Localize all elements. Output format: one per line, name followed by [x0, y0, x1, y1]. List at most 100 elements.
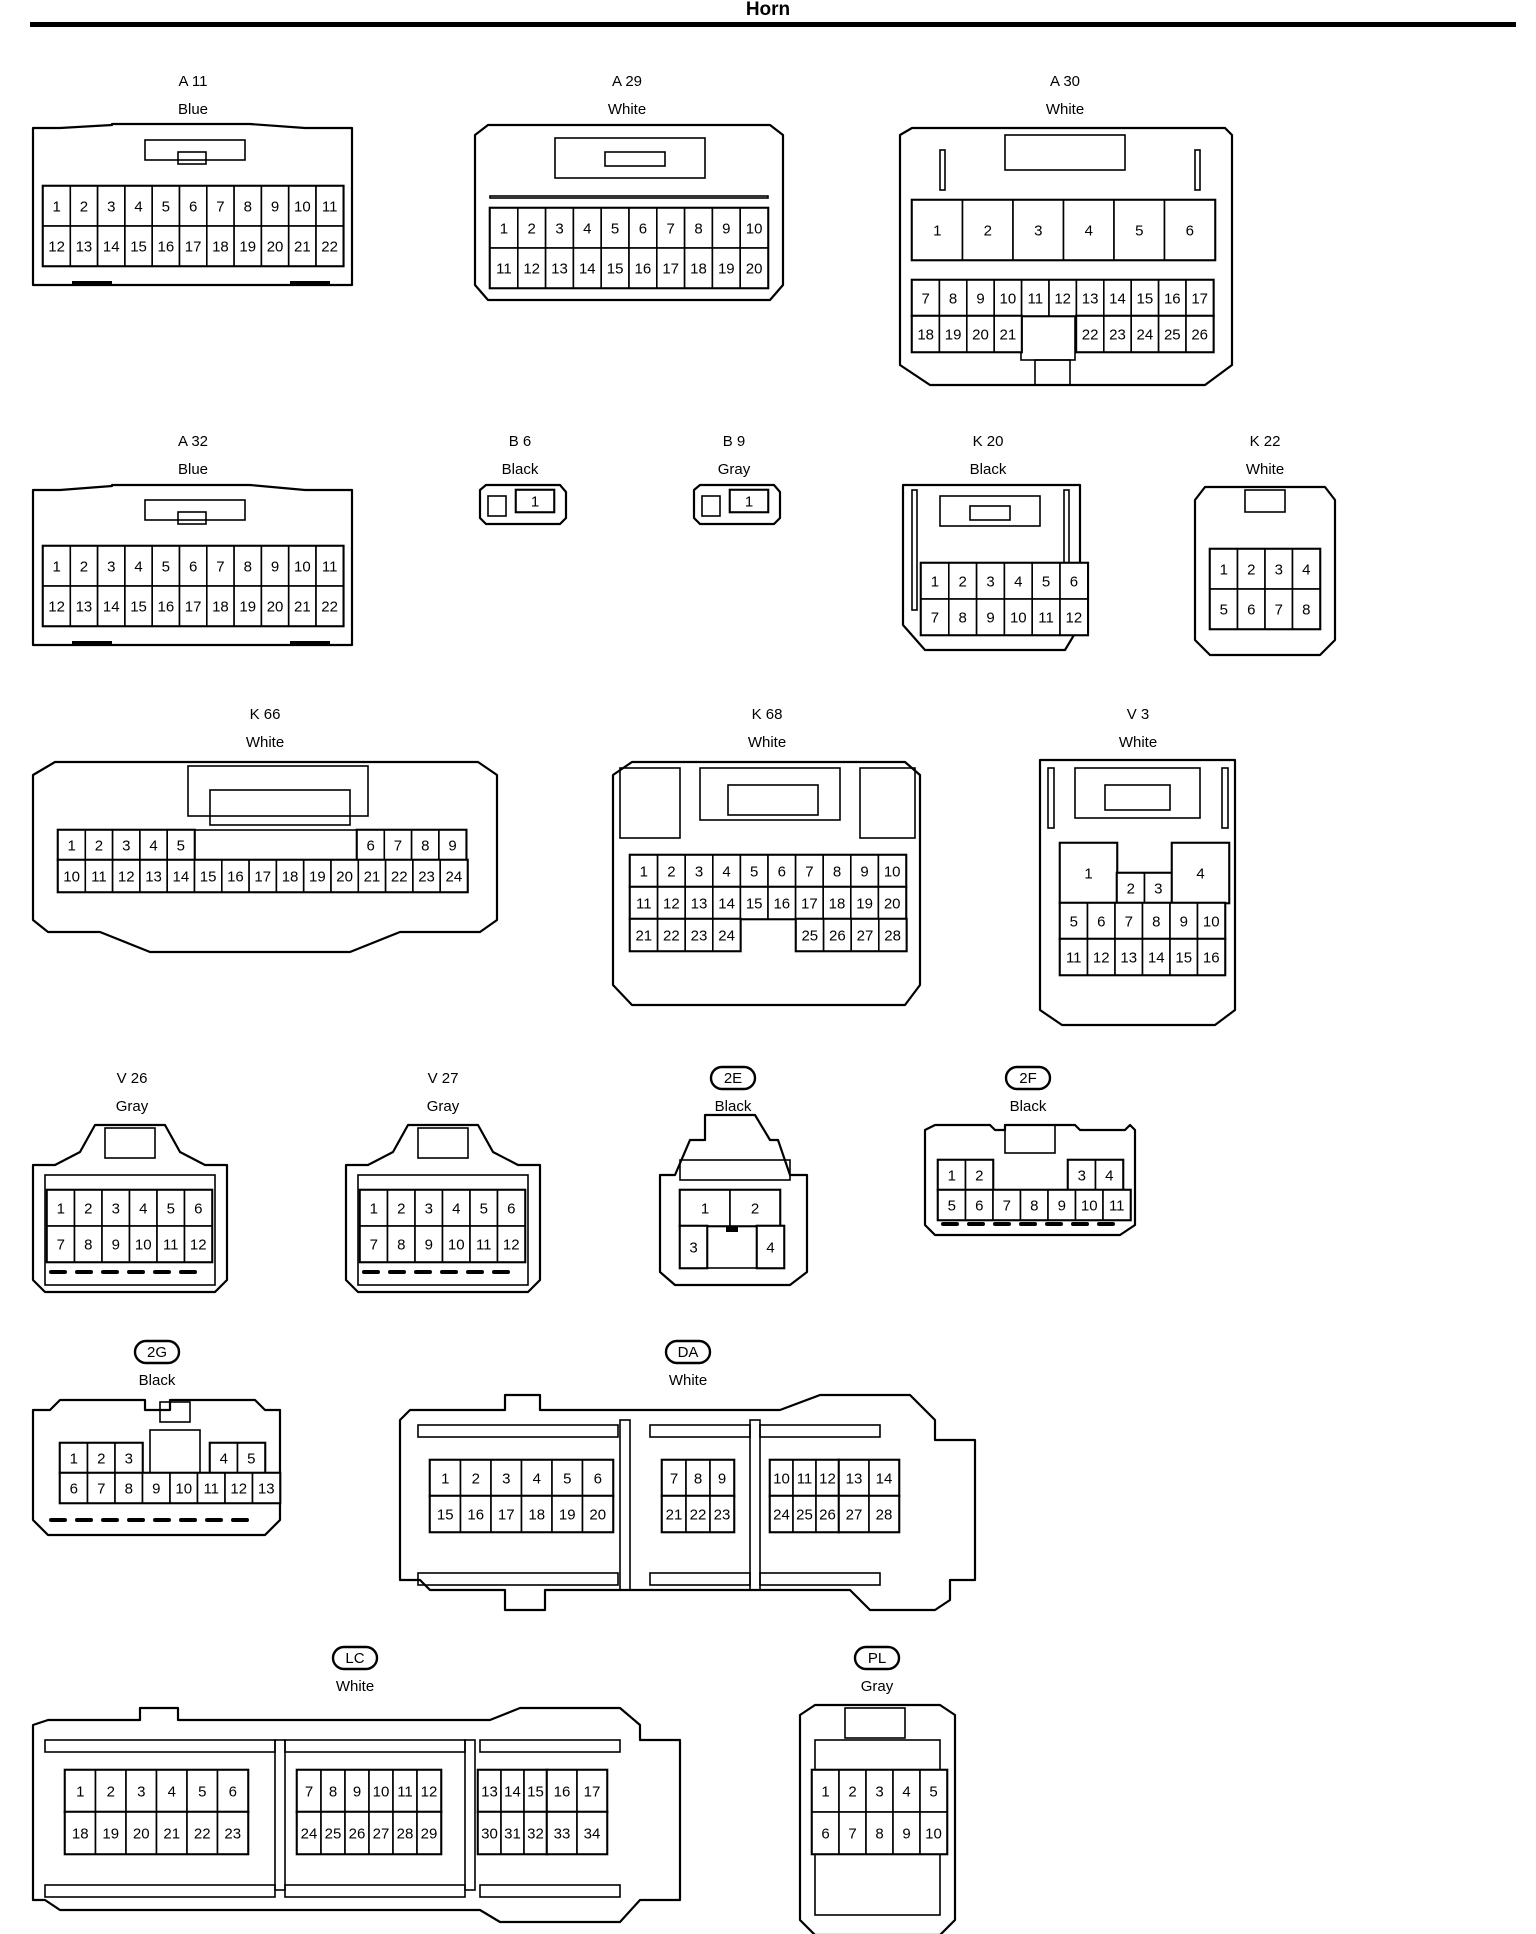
housing-detail [177, 151, 207, 165]
connector-code-label: K 68 [752, 706, 783, 723]
housing-slot [49, 1518, 67, 1522]
pin-number: 1 [931, 574, 939, 591]
connector-color-label: White [1046, 101, 1084, 118]
pin-number: 20 [589, 1507, 606, 1524]
pin-cell [392, 1811, 418, 1855]
pin-number: 5 [948, 1198, 956, 1215]
pin-cell [469, 1225, 499, 1263]
pin-number: 1 [441, 1471, 449, 1488]
pin-number: 3 [112, 1201, 120, 1218]
pin-number: 2 [107, 1784, 115, 1801]
pin-cell [416, 1769, 442, 1813]
pin-number: 24 [1137, 327, 1154, 344]
pin-cell [679, 1189, 731, 1227]
pin-number: 13 [1120, 950, 1137, 967]
housing-slot [967, 1222, 985, 1226]
pin-cell [178, 585, 208, 627]
pin-number: 1 [821, 1784, 829, 1801]
pin-cell [685, 1495, 711, 1533]
pin-number: 18 [690, 261, 707, 278]
connector-color-label: Black [970, 461, 1007, 478]
pin-cell [711, 918, 742, 952]
pin-number: 15 [130, 599, 147, 616]
pin-number: 15 [746, 896, 763, 913]
pin-number: 3 [425, 1201, 433, 1218]
pin-number: 9 [425, 1237, 433, 1254]
pin-cell [1019, 1189, 1049, 1221]
pin-number: 10 [1010, 610, 1027, 627]
pin-number: 21 [364, 869, 381, 886]
pin-number: 13 [691, 896, 708, 913]
housing-slot [1071, 1222, 1089, 1226]
connector-code-label: 2F [1019, 1070, 1037, 1087]
pin-number: 11 [476, 1237, 492, 1254]
pin-cell [1196, 938, 1226, 976]
connector-code-badge [331, 1645, 379, 1671]
pin-cell [964, 1159, 994, 1191]
pin-number: 22 [321, 599, 338, 616]
housing-detail [1194, 149, 1201, 191]
pin-number: 6 [1186, 223, 1194, 240]
connector-code-label: A 30 [1050, 73, 1080, 90]
pin-number: 19 [559, 1507, 576, 1524]
pin-cell [412, 859, 441, 893]
pin-number: 14 [876, 1471, 893, 1488]
pin-cell [96, 585, 126, 627]
pin-number: 17 [185, 239, 202, 256]
pin-cell [315, 225, 345, 267]
housing-slot [290, 281, 330, 286]
pin-cell [233, 225, 263, 267]
pin-number: 11 [636, 896, 652, 913]
pin-number: 19 [102, 1826, 119, 1843]
pin-number: 19 [856, 896, 873, 913]
pin-number: 9 [722, 221, 730, 238]
pin-number: 7 [670, 1471, 678, 1488]
pin-cell [183, 1225, 213, 1263]
connector-code-badge [133, 1339, 181, 1365]
pin-number: 1 [1220, 562, 1228, 579]
pin-number: 27 [846, 1507, 863, 1524]
housing-slot [492, 1270, 510, 1274]
pin-number: 16 [158, 239, 175, 256]
pin-number: 18 [528, 1507, 545, 1524]
pin-cell [69, 585, 99, 627]
pin-cell [551, 1495, 584, 1533]
housing-detail [144, 139, 246, 161]
pin-cell [1185, 315, 1215, 353]
pin-cell [224, 1472, 254, 1504]
pin-cell [178, 185, 208, 227]
housing-detail [417, 1572, 619, 1586]
pin-number: 10 [63, 869, 80, 886]
pin-cell [1291, 548, 1321, 590]
pin-cell [1169, 902, 1199, 940]
pin-number: 22 [391, 869, 408, 886]
pin-number: 2 [848, 1784, 856, 1801]
pin-number: 27 [373, 1826, 390, 1843]
pin-cell [69, 225, 99, 267]
pin-number: 15 [130, 239, 147, 256]
connector-color-label: Gray [116, 1098, 149, 1115]
pin-cell [850, 918, 880, 952]
pin-number: 1 [640, 864, 648, 881]
pin-number: 12 [1054, 291, 1071, 308]
pin-number: 8 [1030, 1198, 1038, 1215]
pin-cell [236, 1442, 266, 1474]
pin-cell [756, 1225, 785, 1269]
pin-cell [911, 199, 964, 261]
pin-number: 11 [322, 559, 338, 576]
connector-color-label: White [748, 734, 786, 751]
connector-code-label: A 11 [179, 73, 208, 90]
housing-slot [205, 1518, 223, 1522]
housing-slot [993, 1222, 1011, 1226]
connector-color-label: White [336, 1678, 374, 1695]
pin-number: 2 [528, 221, 536, 238]
pin-number: 11 [163, 1237, 179, 1254]
pin-number: 11 [1038, 610, 1054, 627]
pin-number: 29 [421, 1826, 438, 1843]
pin-cell [287, 545, 317, 587]
connector-code-label: V 27 [428, 1070, 459, 1087]
housing-detail [679, 1159, 791, 1181]
pin-number: 4 [583, 221, 591, 238]
pin-cell [576, 1769, 608, 1813]
